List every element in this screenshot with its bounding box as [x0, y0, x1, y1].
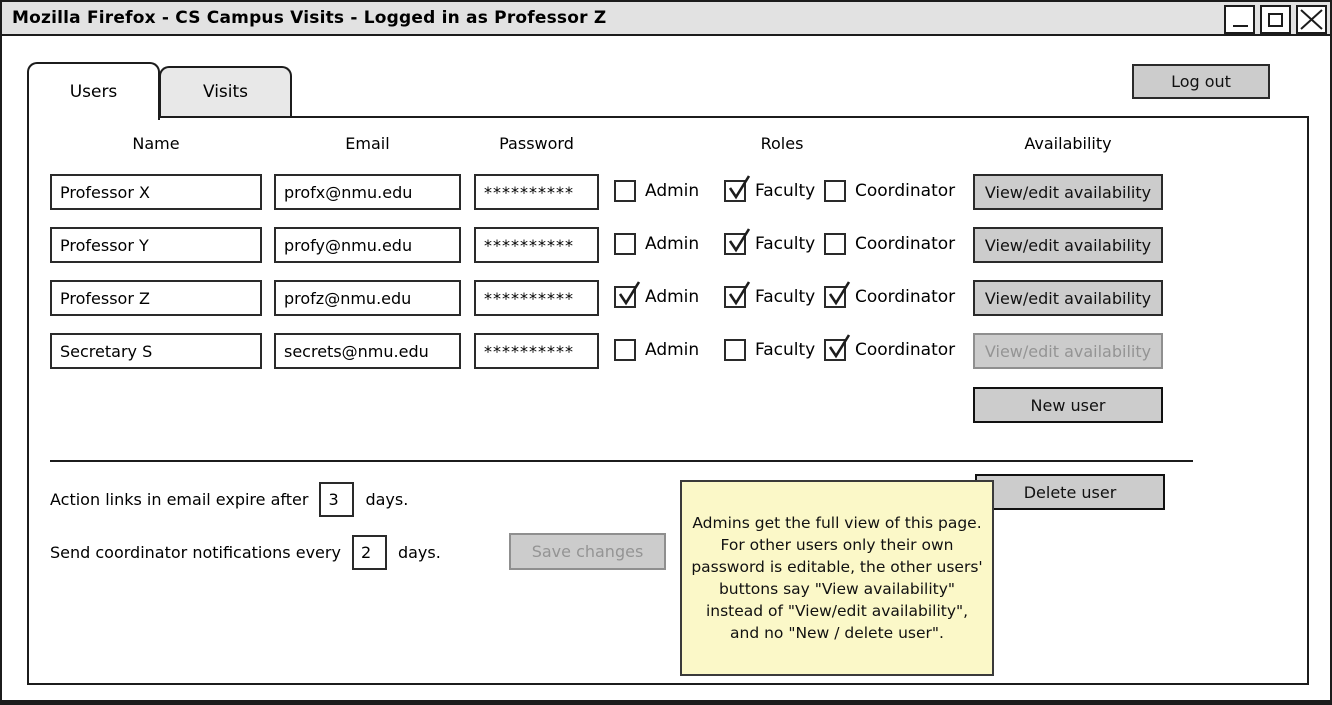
notify-days-input[interactable] [351, 535, 387, 570]
tab-users-label: Users [69, 82, 118, 102]
annotation-note-text: Admins get the full view of this page. F… [691, 514, 983, 642]
password-input[interactable] [474, 333, 599, 369]
password-input[interactable] [474, 280, 599, 316]
checkmark-icon [828, 334, 851, 359]
name-input[interactable] [50, 227, 262, 263]
column-header-email: Email [345, 134, 390, 153]
checkbox-box [614, 281, 641, 308]
admin-checkbox[interactable]: Admin [614, 233, 699, 255]
coordinator-label: Coordinator [855, 287, 956, 307]
tab-users[interactable]: Users [27, 62, 160, 120]
faculty-checkbox[interactable]: Faculty [724, 339, 815, 361]
checkmark-icon [828, 281, 851, 306]
window-title: Mozilla Firefox - CS Campus Visits - Log… [12, 8, 607, 28]
admin-label: Admin [645, 234, 700, 254]
view-edit-availability-button[interactable]: View/edit availability [973, 280, 1163, 316]
admin-checkbox[interactable]: Admin [614, 281, 700, 308]
checkbox-box [724, 339, 746, 361]
column-header-roles: Roles [760, 134, 804, 153]
expire-label-after: days. [365, 490, 409, 509]
faculty-label: Faculty [755, 287, 816, 307]
notify-label-after: days. [397, 543, 441, 562]
checkbox-box [824, 334, 851, 361]
faculty-label: Faculty [755, 340, 816, 360]
password-input[interactable] [474, 227, 599, 263]
coordinator-checkbox[interactable]: Coordinator [824, 281, 956, 308]
faculty-checkbox[interactable]: Faculty [724, 228, 816, 255]
save-changes-button[interactable]: Save changes [509, 533, 666, 570]
minimize-button[interactable] [1224, 5, 1255, 34]
new-user-button[interactable]: New user [973, 387, 1163, 423]
annotation-note: Admins get the full view of this page. F… [680, 480, 994, 676]
password-input[interactable] [474, 174, 599, 210]
admin-label: Admin [645, 287, 700, 307]
faculty-checkbox[interactable]: Faculty [724, 281, 816, 308]
admin-checkbox[interactable]: Admin [614, 339, 699, 361]
checkbox-box [724, 175, 751, 202]
checkbox-box [824, 180, 846, 202]
view-edit-availability-button[interactable]: View/edit availability [973, 333, 1163, 369]
checkbox-box [614, 339, 636, 361]
admin-label: Admin [645, 340, 700, 360]
checkbox-box [724, 281, 751, 308]
maximize-icon [1268, 12, 1283, 27]
logout-button[interactable]: Log out [1132, 64, 1270, 99]
email-input[interactable] [274, 174, 461, 210]
expire-label-before: Action links in email expire after [50, 490, 309, 509]
checkbox-box [824, 281, 851, 308]
coordinator-checkbox[interactable]: Coordinator [824, 334, 956, 361]
column-header-password: Password [499, 134, 574, 153]
view-edit-availability-button[interactable]: View/edit availability [973, 227, 1163, 263]
minimize-icon [1233, 25, 1248, 27]
admin-checkbox[interactable]: Admin [614, 180, 699, 202]
user-row: Admin Faculty Coordinator View/edit avai… [29, 333, 1307, 369]
name-input[interactable] [50, 333, 262, 369]
view-edit-availability-button[interactable]: View/edit availability [973, 174, 1163, 210]
tab-visits-label: Visits [202, 82, 249, 102]
coordinator-checkbox[interactable]: Coordinator [824, 180, 955, 202]
column-header-availability: Availability [1024, 134, 1112, 153]
delete-user-button[interactable]: Delete user [975, 474, 1165, 510]
user-row: Admin Faculty Coordinator View/edit avai… [29, 280, 1307, 316]
tab-visits[interactable]: Visits [159, 66, 292, 116]
checkbox-box [614, 180, 636, 202]
name-input[interactable] [50, 280, 262, 316]
coordinator-label: Coordinator [855, 234, 956, 254]
coordinator-checkbox[interactable]: Coordinator [824, 233, 955, 255]
expire-setting: Action links in email expire after days. [50, 482, 408, 517]
section-divider [50, 460, 1193, 462]
notify-setting: Send coordinator notifications every day… [50, 535, 441, 570]
faculty-label: Faculty [755, 181, 816, 201]
title-bar: Mozilla Firefox - CS Campus Visits - Log… [2, 2, 1330, 36]
checkbox-box [724, 228, 751, 255]
user-row: Admin Faculty Coordinator View/edit avai… [29, 174, 1307, 210]
coordinator-label: Coordinator [855, 181, 956, 201]
close-icon [1300, 9, 1323, 30]
checkbox-box [824, 233, 846, 255]
users-panel: Name Email Password Roles Availability A… [27, 116, 1309, 685]
column-header-name: Name [132, 134, 180, 153]
user-row: Admin Faculty Coordinator View/edit avai… [29, 227, 1307, 263]
checkmark-icon [728, 228, 751, 253]
faculty-label: Faculty [755, 234, 816, 254]
close-button[interactable] [1296, 5, 1327, 34]
faculty-checkbox[interactable]: Faculty [724, 175, 816, 202]
email-input[interactable] [274, 333, 461, 369]
admin-label: Admin [645, 181, 700, 201]
expire-days-input[interactable] [319, 482, 355, 517]
notify-label-before: Send coordinator notifications every [50, 543, 341, 562]
maximize-button[interactable] [1260, 5, 1291, 34]
name-input[interactable] [50, 174, 262, 210]
coordinator-label: Coordinator [855, 340, 956, 360]
checkmark-icon [728, 281, 751, 306]
checkmark-icon [618, 281, 641, 306]
email-input[interactable] [274, 280, 461, 316]
window-controls [1224, 5, 1327, 34]
checkmark-icon [728, 175, 751, 200]
checkbox-box [614, 233, 636, 255]
email-input[interactable] [274, 227, 461, 263]
